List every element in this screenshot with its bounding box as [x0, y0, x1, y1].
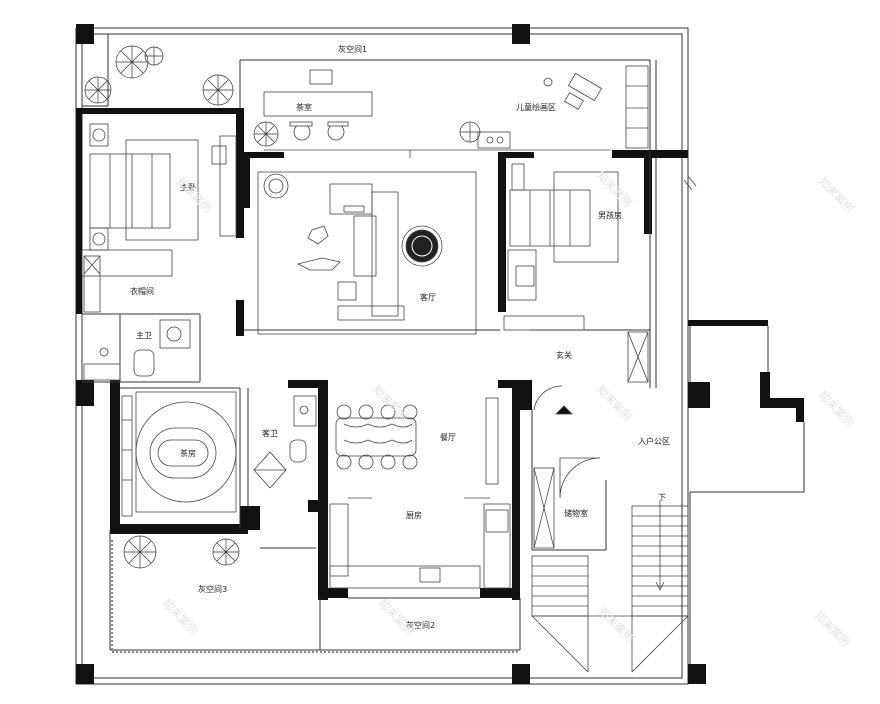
- watermark-text: 知末案例: [816, 174, 857, 215]
- label-master-bedroom: 主卧: [180, 182, 196, 192]
- label-living-room: 客厅: [420, 292, 436, 302]
- label-entrance-public-area: 入户公区: [638, 436, 670, 446]
- tea-room-2-furniture: [121, 391, 237, 517]
- label-walk-in-closet: 衣帽间: [130, 286, 154, 296]
- label-tea-room-2: 茶房: [180, 448, 196, 458]
- watermark-text: 知末案例: [594, 168, 635, 209]
- tea-room-furniture: [263, 65, 649, 158]
- staircase: [531, 500, 689, 673]
- label-gray-space-2: 灰空间2: [406, 620, 435, 630]
- guest-bath-fixtures: [253, 395, 317, 489]
- label-kitchen: 厨房: [406, 510, 422, 520]
- label-gray-space-3: 灰空间3: [198, 584, 227, 594]
- label-dining-room: 餐厅: [440, 433, 456, 442]
- label-boys-room: 男孩房: [598, 210, 622, 220]
- label-storage-room: 储物室: [564, 508, 588, 518]
- label-master-bath: 主卫: [136, 330, 152, 340]
- interior-walls: [76, 108, 804, 600]
- partitions: [81, 150, 805, 664]
- watermarks: 知末案例 知末案例 知末案例 知末案例 知末案例 知末案例 知末案例 知末案例 …: [160, 168, 857, 649]
- terrace-borders: [111, 540, 518, 653]
- dining-table: [335, 397, 499, 485]
- entrance-fixtures: [533, 175, 697, 549]
- label-guest-bath: 客卫: [262, 428, 278, 438]
- label-stair-down: 下: [658, 493, 666, 502]
- room-labels: 灰空间1 茶室 儿童绘画区 主卧 客厅 男孩房 衣帽间 主卫 玄关 餐厅 入户公…: [130, 44, 670, 630]
- watermark-text: 知末案例: [594, 382, 635, 423]
- watermark-text: 知末案例: [376, 596, 417, 637]
- watermark-text: 知末案例: [370, 382, 411, 423]
- boy-room-furniture: [503, 163, 649, 383]
- master-bed: [81, 123, 237, 313]
- outer-boundary: [75, 27, 689, 685]
- watermark-text: 知末案例: [174, 174, 215, 215]
- watermark-text: 知末案例: [812, 608, 853, 649]
- living-furniture: [257, 171, 477, 335]
- label-gray-space-1: 灰空间1: [338, 44, 367, 54]
- label-kids-drawing-area: 儿童绘画区: [516, 102, 556, 112]
- watermark-text: 知末案例: [596, 604, 637, 645]
- watermark-text: 知末案例: [816, 388, 857, 429]
- corner-columns: [76, 24, 710, 684]
- plants: [84, 45, 481, 569]
- watermark-text: 知末案例: [160, 596, 201, 637]
- label-tea-room: 茶室: [296, 102, 312, 112]
- kitchen-fixtures: [329, 497, 511, 589]
- master-bath-fixtures: [83, 319, 191, 381]
- label-foyer: 玄关: [556, 350, 572, 360]
